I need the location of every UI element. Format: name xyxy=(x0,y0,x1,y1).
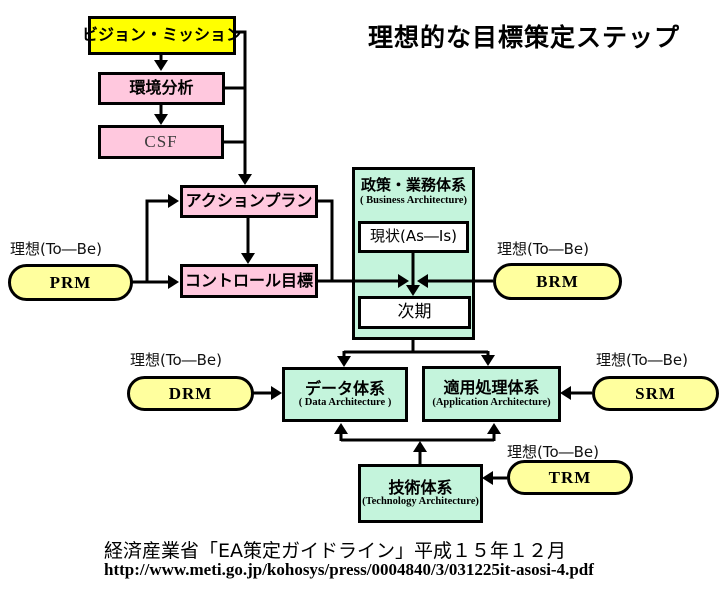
csf-box: CSF xyxy=(98,125,224,159)
application-architecture-subtitle: (Application Architecture) xyxy=(432,396,551,408)
ideal-label-brm: 理想(To―Be) xyxy=(497,240,590,258)
ideal-label-prm: 理想(To―Be) xyxy=(10,240,103,258)
technology-architecture-title: 技術体系 xyxy=(388,477,453,497)
prm-node: PRM xyxy=(8,264,133,301)
csf-label: CSF xyxy=(144,132,178,152)
trm-label: TRM xyxy=(548,467,592,487)
current-state-label: 現状(As―Is) xyxy=(369,227,458,246)
ideal-label-srm: 理想(To―Be) xyxy=(596,351,689,369)
srm-label: SRM xyxy=(635,383,676,403)
drm-node: DRM xyxy=(127,376,254,411)
environment-analysis-label: 環境分析 xyxy=(129,78,194,98)
next-state-label: 次期 xyxy=(397,301,432,322)
brm-node: BRM xyxy=(493,263,622,300)
application-architecture-box: 適用処理体系 (Application Architecture) xyxy=(422,366,561,422)
action-plan-box: アクションプラン xyxy=(180,185,318,218)
page-title: 理想的な目標策定ステップ xyxy=(368,23,681,52)
current-state-box: 現状(As―Is) xyxy=(358,221,469,253)
environment-analysis-box: 環境分析 xyxy=(98,72,225,105)
source-citation: 経済産業省「EA策定ガイドライン」平成１５年１２月 xyxy=(104,540,567,562)
ideal-label-drm: 理想(To―Be) xyxy=(130,351,223,369)
ideal-label-trm: 理想(To―Be) xyxy=(507,443,600,461)
data-architecture-subtitle: ( Data Architecture ) xyxy=(298,397,392,409)
business-architecture-header: 政策・業務体系 ( Business Architecture) xyxy=(352,174,475,206)
vision-mission-box: ビジョン・ミッション xyxy=(82,16,242,55)
control-target-box: コントロール目標 xyxy=(180,264,318,298)
prm-label: PRM xyxy=(49,272,92,292)
business-architecture-title: 政策・業務体系 xyxy=(360,176,466,194)
trm-node: TRM xyxy=(507,460,633,495)
technology-architecture-box: 技術体系 (Technology Architecture) xyxy=(358,464,483,523)
source-url: http://www.meti.go.jp/kohosys/press/0004… xyxy=(104,560,594,579)
business-architecture-subtitle: ( Business Architecture) xyxy=(360,195,467,206)
control-target-label: コントロール目標 xyxy=(184,270,313,290)
srm-node: SRM xyxy=(592,376,719,411)
action-plan-label: アクションプラン xyxy=(185,191,313,211)
drm-label: DRM xyxy=(168,383,213,403)
technology-architecture-subtitle: (Technology Architecture) xyxy=(362,496,479,508)
application-architecture-title: 適用処理体系 xyxy=(443,378,540,398)
vision-mission-label: ビジョン・ミッション xyxy=(82,25,243,45)
data-architecture-title: データ体系 xyxy=(304,378,385,398)
data-architecture-box: データ体系 ( Data Architecture ) xyxy=(282,367,408,422)
next-state-box: 次期 xyxy=(358,296,471,329)
brm-label: BRM xyxy=(536,271,579,291)
